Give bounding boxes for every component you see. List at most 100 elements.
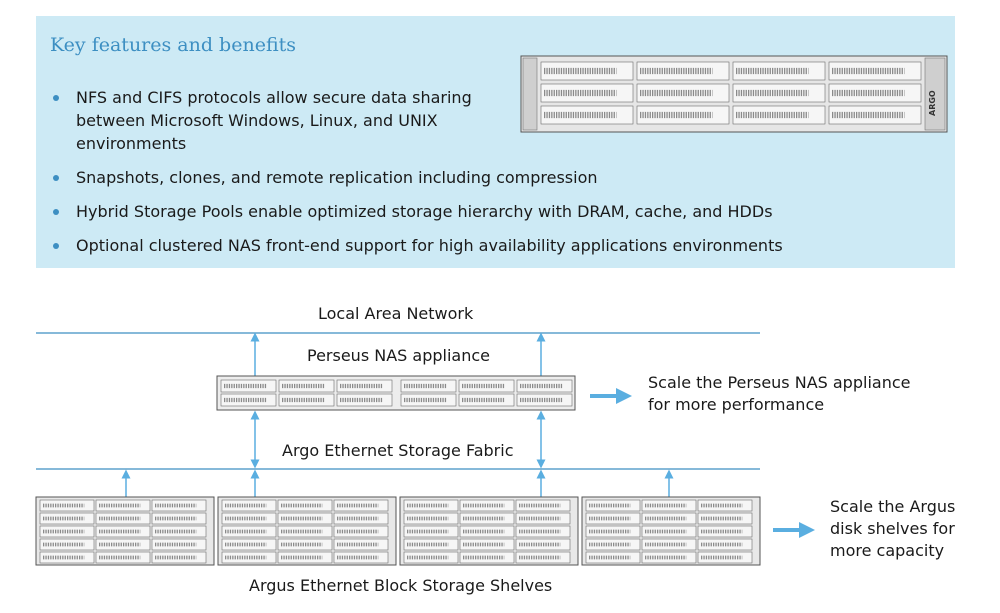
drive-bay [333, 551, 389, 564]
drive-bay [39, 525, 95, 538]
shelves-label: Argus Ethernet Block Storage Shelves [249, 576, 553, 595]
drive-bay [459, 499, 515, 512]
drive-bay [540, 105, 634, 125]
drive-bay [400, 393, 457, 407]
drive-bay [516, 393, 573, 407]
drive-bay [221, 538, 277, 551]
nas-appliance-image [216, 375, 576, 411]
drive-bay [95, 499, 151, 512]
drive-bay [333, 538, 389, 551]
feature-item: Hybrid Storage Pools enable optimized st… [50, 200, 930, 223]
drive-bay [636, 105, 730, 125]
drive-bay [828, 61, 922, 81]
drive-bay [39, 538, 95, 551]
nas-label: Perseus NAS appliance [307, 346, 490, 365]
drive-bay [403, 538, 459, 551]
features-title: Key features and benefits [50, 34, 297, 56]
drive-bay [585, 538, 641, 551]
drive-bay [277, 525, 333, 538]
drive-bay [641, 525, 697, 538]
drive-bay [732, 61, 826, 81]
drive-bay [515, 499, 571, 512]
drive-bay [459, 512, 515, 525]
drive-bay [641, 551, 697, 564]
lan-label: Local Area Network [318, 304, 474, 323]
drive-bay [540, 61, 634, 81]
drive-bay [333, 512, 389, 525]
drive-bay [697, 551, 753, 564]
drive-bay [732, 83, 826, 103]
drive-bay [277, 512, 333, 525]
drive-bay [641, 512, 697, 525]
drive-bay [515, 525, 571, 538]
drive-bay [333, 525, 389, 538]
drive-bay [697, 525, 753, 538]
drive-bay [585, 512, 641, 525]
drive-bay [277, 551, 333, 564]
drive-bay [333, 499, 389, 512]
drive-bay [220, 393, 277, 407]
drive-bay [636, 83, 730, 103]
drive-bay [151, 538, 207, 551]
drive-bay [403, 512, 459, 525]
drive-bay [636, 61, 730, 81]
drive-bay [403, 551, 459, 564]
drive-bay [697, 512, 753, 525]
drive-bay [403, 525, 459, 538]
drive-bay [459, 538, 515, 551]
drive-bay [221, 499, 277, 512]
drive-bay [39, 499, 95, 512]
drive-bay [697, 538, 753, 551]
drive-bay [277, 499, 333, 512]
drive-bay [516, 379, 573, 393]
drive-bay [151, 499, 207, 512]
drive-bay [459, 551, 515, 564]
drive-bay [221, 512, 277, 525]
drive-bay [641, 538, 697, 551]
drive-bay [336, 393, 393, 407]
drive-bay [585, 499, 641, 512]
drive-bay [585, 525, 641, 538]
drive-bay [641, 499, 697, 512]
drive-bay [828, 105, 922, 125]
storage-shelves-image [35, 496, 761, 566]
drive-bay [336, 379, 393, 393]
feature-item: NFS and CIFS protocols allow secure data… [50, 86, 930, 155]
feature-item: Snapshots, clones, and remote replicatio… [50, 166, 930, 189]
drive-bay [515, 551, 571, 564]
feature-item: Optional clustered NAS front-end support… [50, 234, 930, 257]
drive-bay [39, 512, 95, 525]
drive-bay [221, 525, 277, 538]
scale-shelves-arrow [773, 522, 815, 538]
server-brand-text: ARGO [928, 90, 937, 116]
fabric-label: Argo Ethernet Storage Fabric [282, 441, 514, 460]
drive-bay [39, 551, 95, 564]
drive-bay [277, 538, 333, 551]
server-image: ARGO [520, 55, 948, 133]
drive-bay [540, 83, 634, 103]
drive-bay [515, 512, 571, 525]
scale-shelves-text: Scale the Argus disk shelves for more ca… [830, 497, 956, 560]
drive-bay [697, 499, 753, 512]
scale-nas-text: Scale the Perseus NAS appliance for more… [648, 373, 911, 414]
drive-bay [95, 525, 151, 538]
drive-bay [403, 499, 459, 512]
drive-bay [95, 538, 151, 551]
drive-bay [515, 538, 571, 551]
drive-bay [585, 551, 641, 564]
drive-bay [151, 551, 207, 564]
drive-bay [458, 393, 515, 407]
drive-bay [95, 551, 151, 564]
drive-bay [732, 105, 826, 125]
drive-bay [459, 525, 515, 538]
drive-bay [151, 512, 207, 525]
drive-bay [458, 379, 515, 393]
drive-bay [400, 379, 457, 393]
drive-bay [278, 379, 335, 393]
drive-bay [220, 379, 277, 393]
scale-nas-arrow [590, 388, 632, 404]
drive-bay [151, 525, 207, 538]
drive-bay [95, 512, 151, 525]
drive-bay [278, 393, 335, 407]
